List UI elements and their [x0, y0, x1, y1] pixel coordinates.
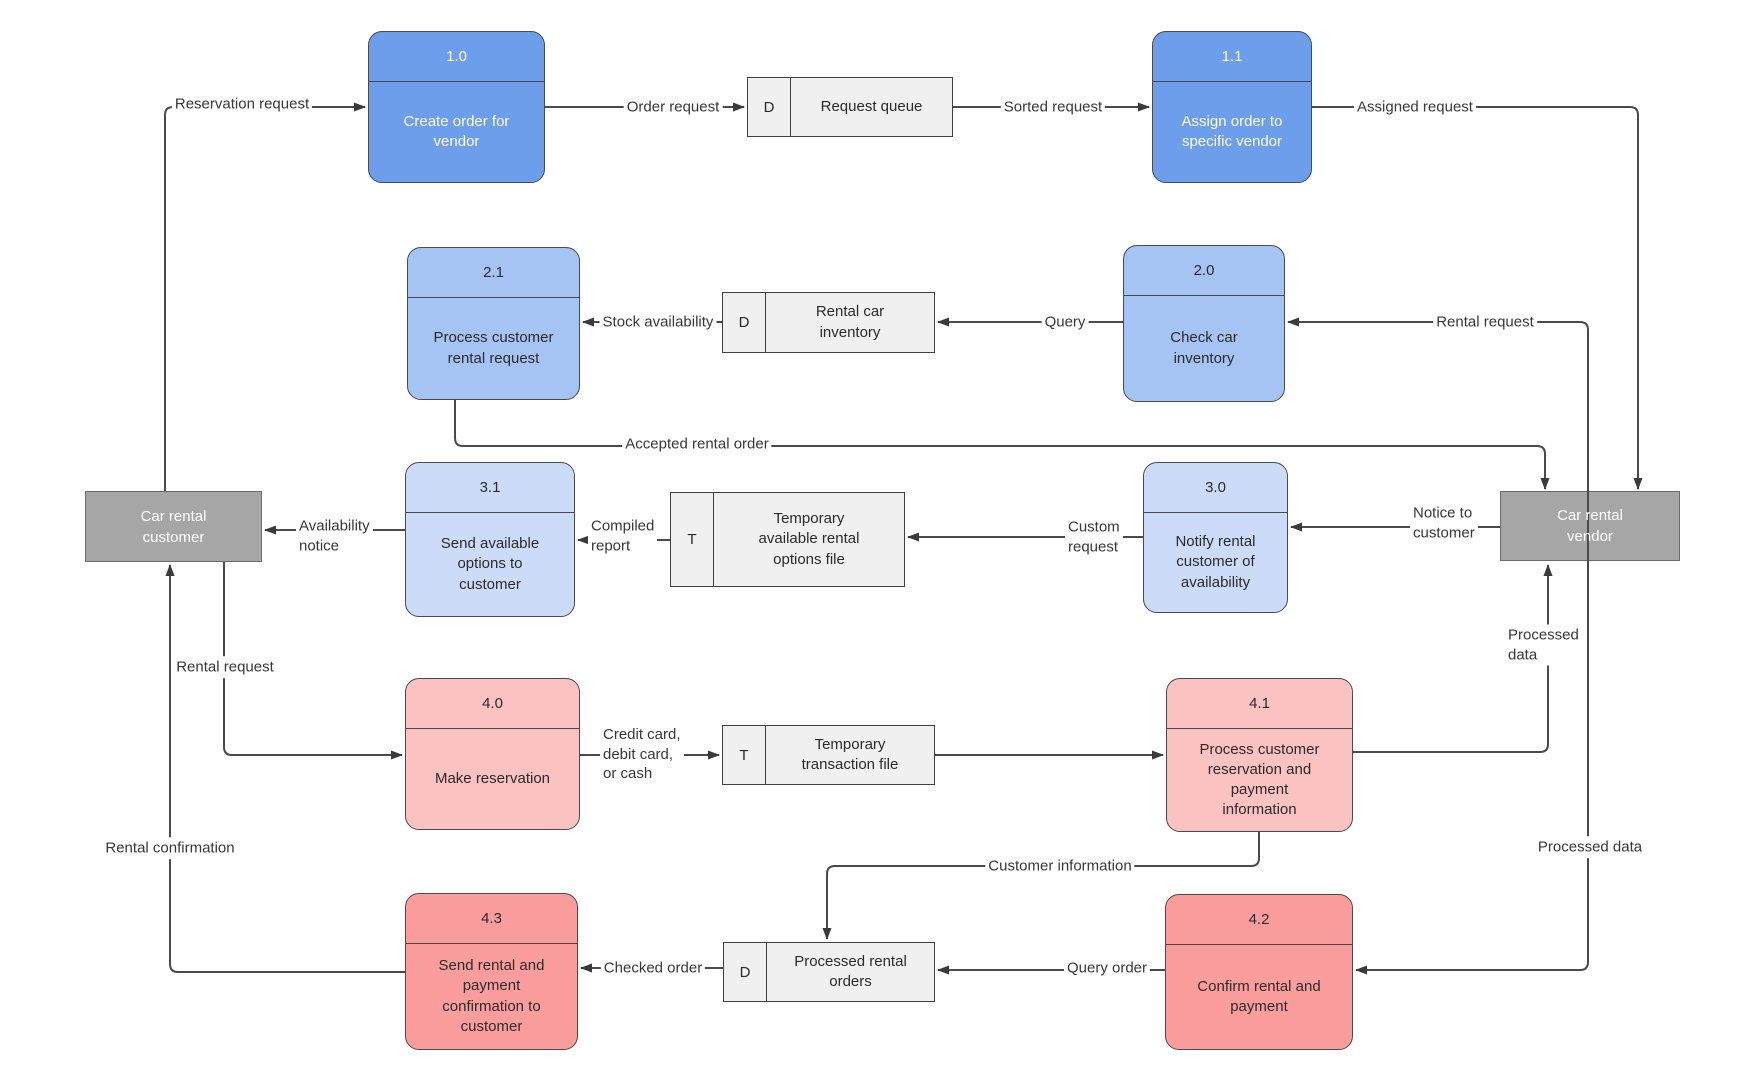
edge-label-payment-method[interactable]: Credit card, debit card, or cash — [600, 723, 684, 785]
edge-label-stock-availability[interactable]: Stock availability — [599, 311, 717, 333]
edge-label-sorted-request[interactable]: Sorted request — [1000, 96, 1106, 118]
datastore-tag: D — [723, 293, 766, 352]
process-title: Assign order to specific vendor — [1181, 112, 1283, 150]
process-4-3[interactable]: 4.3 Send rental and payment confirmation… — [405, 893, 578, 1050]
edge-label-query[interactable]: Query — [1041, 311, 1089, 333]
edge-label-order-request[interactable]: Order request — [623, 96, 723, 118]
entity-name: Car rental customer — [140, 507, 207, 546]
edge-label-rental-request-left[interactable]: Rental request — [173, 656, 277, 678]
edge-label-checked-order[interactable]: Checked order — [600, 957, 706, 979]
connector-assigned-request — [1312, 106, 1643, 490]
datastore-processed-orders[interactable]: D Processed rental orders — [723, 942, 935, 1002]
process-4-2[interactable]: 4.2 Confirm rental and payment — [1165, 894, 1353, 1050]
datastore-tag: T — [671, 493, 714, 586]
process-title: Send rental and payment confirmation to … — [438, 957, 545, 1035]
connector-rental-confirmation — [165, 564, 405, 973]
edge-label-processed-data-42[interactable]: Processed data — [1534, 836, 1646, 858]
process-1-0[interactable]: 1.0 Create order for vendor — [368, 31, 545, 183]
process-number: 4.2 — [1166, 895, 1352, 945]
process-number: 3.0 — [1144, 463, 1287, 513]
process-2-0[interactable]: 2.0 Check car inventory — [1123, 245, 1285, 402]
edge-label-custom-request[interactable]: Custom request — [1065, 516, 1123, 558]
datastore-name: Request queue — [820, 97, 923, 115]
datastore-temp-rental-options[interactable]: T Temporary available rental options fil… — [670, 492, 905, 587]
process-number: 4.0 — [406, 679, 579, 729]
process-title: Create order for vendor — [403, 112, 510, 150]
entity-car-rental-customer[interactable]: Car rental customer — [85, 491, 262, 562]
process-number: 4.1 — [1167, 679, 1352, 729]
process-title: Process customer reservation and payment… — [1199, 740, 1320, 819]
edge-label-assigned-request[interactable]: Assigned request — [1354, 96, 1476, 118]
datastore-request-queue[interactable]: D Request queue — [747, 77, 953, 137]
process-title: Check car inventory — [1170, 329, 1238, 367]
process-title: Send available options to customer — [440, 535, 540, 593]
entity-name: Car rental vendor — [1557, 507, 1623, 545]
datastore-temp-transaction[interactable]: T Temporary transaction file — [722, 725, 935, 785]
process-number: 2.0 — [1124, 246, 1284, 296]
datastore-tag: D — [724, 943, 767, 1001]
process-4-0[interactable]: 4.0 Make reservation — [405, 678, 580, 830]
process-number: 4.3 — [406, 894, 577, 944]
edge-label-availability-notice[interactable]: Availability notice — [296, 515, 373, 557]
connector-reservation-request — [164, 102, 366, 491]
edge-label-rental-request-right[interactable]: Rental request — [1433, 311, 1537, 333]
edge-label-accepted-rental-order[interactable]: Accepted rental order — [622, 433, 772, 455]
connector-processed-data-42 — [1355, 561, 1589, 975]
process-4-1[interactable]: 4.1 Process customer reservation and pay… — [1166, 678, 1353, 832]
process-3-1[interactable]: 3.1 Send available options to customer — [405, 462, 575, 617]
process-number: 1.0 — [369, 32, 544, 82]
entity-car-rental-vendor[interactable]: Car rental vendor — [1500, 491, 1680, 561]
datastore-tag: D — [748, 78, 791, 136]
edge-label-rental-confirmation[interactable]: Rental confirmation — [102, 837, 238, 859]
edge-label-reservation-request[interactable]: Reservation request — [171, 93, 313, 115]
process-2-1[interactable]: 2.1 Process customer rental request — [407, 247, 580, 400]
process-number: 2.1 — [408, 248, 579, 298]
process-title: Notify rental customer of availability — [1175, 533, 1256, 591]
process-3-0[interactable]: 3.0 Notify rental customer of availabili… — [1143, 462, 1288, 613]
process-1-1[interactable]: 1.1 Assign order to specific vendor — [1152, 31, 1312, 183]
connector-accepted-rental-order — [454, 400, 1550, 490]
process-number: 3.1 — [406, 463, 574, 513]
datastore-rental-car-inventory[interactable]: D Rental car inventory — [722, 292, 935, 353]
datastore-name: Temporary transaction file — [801, 735, 899, 773]
process-number: 1.1 — [1153, 32, 1311, 82]
edge-label-customer-information[interactable]: Customer information — [985, 855, 1135, 877]
edge-label-notice-to-customer[interactable]: Notice to customer — [1410, 502, 1478, 544]
process-title: Make reservation — [434, 769, 551, 787]
edge-label-compiled-report[interactable]: Compiled report — [588, 515, 658, 557]
edge-label-query-order[interactable]: Query order — [1063, 957, 1151, 979]
datastore-tag: T — [723, 726, 766, 784]
datastore-name: Processed rental orders — [794, 952, 907, 990]
datastore-name: Temporary available rental options file — [758, 510, 860, 568]
edge-label-processed-data-vendor[interactable]: Processed data — [1505, 624, 1582, 666]
datastore-name: Rental car inventory — [815, 303, 885, 341]
process-title: Process customer rental request — [433, 329, 554, 367]
process-title: Confirm rental and payment — [1197, 977, 1321, 1015]
